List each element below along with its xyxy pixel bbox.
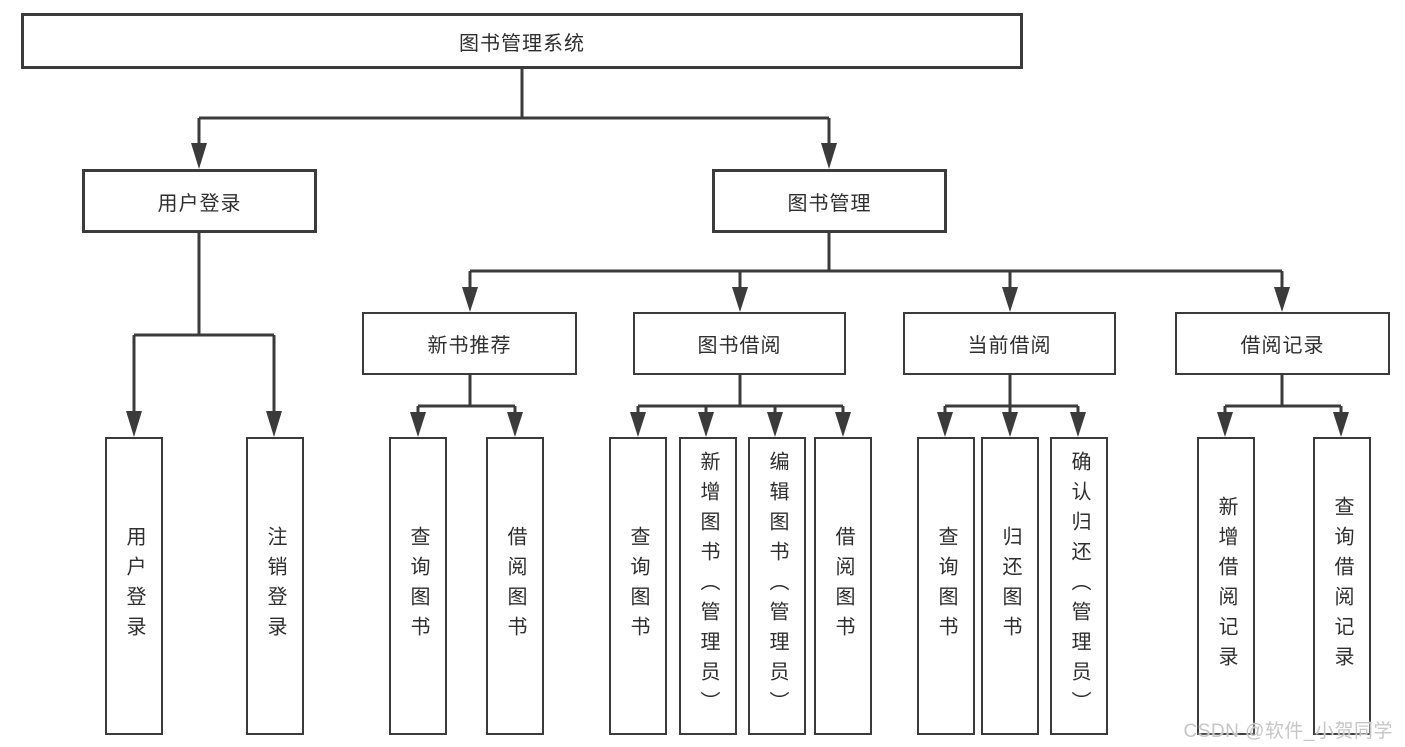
node-label: 图书管理系统 (459, 32, 585, 55)
leaf-label: 确认归还（管理员） (1068, 451, 1090, 721)
leaf-query-borrow-record: 查询借阅记录 (1313, 437, 1371, 735)
node-user-login-group: 用户登录 (82, 169, 317, 233)
leaf-label: 编辑图书（管理员） (766, 451, 788, 721)
node-label: 借阅记录 (1240, 335, 1325, 357)
leaf-confirm-return-admin: 确认归还（管理员） (1050, 437, 1108, 735)
leaf-edit-book-admin: 编辑图书（管理员） (748, 437, 806, 735)
node-label: 图书借阅 (697, 335, 782, 357)
leaf-label: 新增借阅记录 (1215, 496, 1237, 676)
leaf-label: 查询图书 (407, 526, 429, 646)
leaf-logout: 注销登录 (246, 437, 304, 735)
leaf-label: 借阅图书 (832, 526, 854, 646)
leaf-label: 用户登录 (123, 526, 145, 646)
node-label: 新书推荐 (427, 335, 512, 357)
leaf-label: 查询借阅记录 (1331, 496, 1353, 676)
node-label: 当前借阅 (967, 335, 1052, 357)
node-book-management: 图书管理 (712, 169, 947, 233)
leaf-label: 注销登录 (264, 526, 286, 646)
leaf-query-books-recommend: 查询图书 (389, 437, 447, 735)
node-new-book-recommendation: 新书推荐 (362, 312, 577, 375)
leaf-query-books-borrowing: 查询图书 (609, 437, 667, 735)
leaf-return-books: 归还图书 (981, 437, 1039, 735)
leaf-label: 查询图书 (627, 526, 649, 646)
leaf-label: 归还图书 (999, 526, 1021, 646)
node-library-system: 图书管理系统 (21, 13, 1023, 69)
node-book-borrowing: 图书借阅 (633, 312, 846, 375)
node-label: 用户登录 (157, 192, 242, 215)
leaf-query-books-current: 查询图书 (917, 437, 975, 735)
csdn-watermark: CSDN @软件_小贺同学 (1183, 721, 1393, 742)
leaf-label: 借阅图书 (504, 526, 526, 646)
leaf-user-login: 用户登录 (105, 437, 163, 735)
node-borrowing-records: 借阅记录 (1175, 312, 1390, 375)
leaf-add-book-admin: 新增图书（管理员） (679, 437, 737, 735)
leaf-label: 新增图书（管理员） (697, 451, 719, 721)
node-label: 图书管理 (787, 192, 872, 215)
leaf-borrow-books-borrowing: 借阅图书 (814, 437, 872, 735)
node-current-borrowing: 当前借阅 (903, 312, 1116, 375)
leaf-label: 查询图书 (935, 526, 957, 646)
leaf-add-borrow-record: 新增借阅记录 (1197, 437, 1255, 735)
leaf-borrow-books-recommend: 借阅图书 (486, 437, 544, 735)
